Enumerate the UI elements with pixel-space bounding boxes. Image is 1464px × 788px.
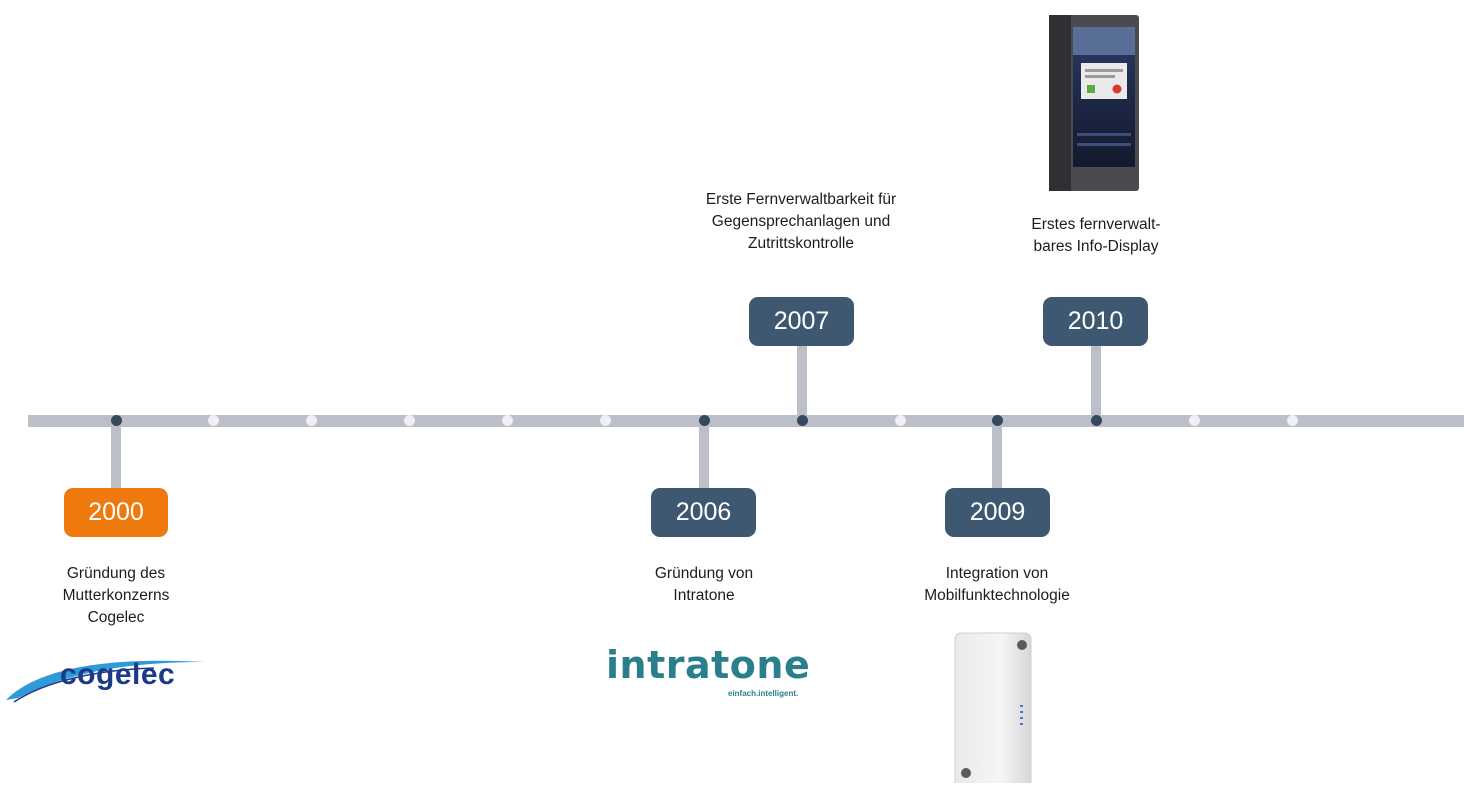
caption-line: Mobilfunktechnologie	[924, 587, 1070, 604]
timeline-tick	[207, 415, 219, 426]
event-dot-2007	[796, 415, 808, 426]
intratone-logo: intratone einfach.intelligent.	[606, 643, 826, 707]
intratone-wordmark: intratone	[606, 643, 811, 687]
caption-line: bares Info-Display	[1033, 238, 1159, 255]
info-display-icon	[1049, 15, 1139, 191]
year-badge-2006: 2006	[651, 488, 756, 537]
timeline-tick	[305, 415, 317, 426]
event-caption-2006: Gründung von Intratone	[574, 563, 834, 607]
caption-line: Gegensprechanlagen und	[711, 213, 891, 230]
connector-2009	[992, 421, 1002, 489]
timeline-tick	[501, 415, 513, 426]
event-caption-2000: Gründung des Mutterkonzerns Cogelec	[0, 563, 246, 629]
caption-line: Zutrittskontrolle	[748, 235, 854, 252]
caption-line: Intratone	[673, 587, 735, 604]
timeline-tick	[1286, 415, 1298, 426]
caption-line: Gründung des	[66, 565, 166, 582]
year-badge-2007: 2007	[749, 297, 854, 346]
timeline-tick	[403, 415, 415, 426]
event-dot-2010	[1090, 415, 1102, 426]
timeline-tick	[599, 415, 611, 426]
connector-2007	[797, 345, 807, 421]
connector-2006	[699, 421, 709, 489]
gsm-module-image	[954, 632, 1032, 788]
event-caption-2007: Erste Fernverwaltbarkeit für Gegensprech…	[661, 189, 941, 255]
gsm-module-icon	[954, 632, 1032, 788]
cogelec-swoosh-icon	[6, 660, 204, 703]
caption-line: Erstes fernverwalt-	[1031, 216, 1161, 233]
year-badge-2009: 2009	[945, 488, 1050, 537]
timeline-axis	[28, 415, 1464, 427]
cogelec-logo: cogelec	[4, 652, 224, 712]
cogelec-wordmark: cogelec	[60, 658, 176, 691]
event-caption-2010: Erstes fernverwalt- bares Info-Display	[966, 214, 1226, 258]
caption-line: Erste Fernverwaltbarkeit für	[705, 191, 897, 208]
year-badge-2000: 2000	[64, 488, 168, 537]
connector-2010	[1091, 345, 1101, 421]
event-caption-2009: Integration von Mobilfunktechnologie	[867, 563, 1127, 607]
year-badge-2010: 2010	[1043, 297, 1148, 346]
timeline-tick	[894, 415, 906, 426]
event-dot-2006	[698, 415, 710, 426]
info-display-image	[1047, 13, 1141, 193]
event-dot-2009	[991, 415, 1003, 426]
caption-line: Cogelec	[87, 609, 145, 626]
caption-line: Mutterkonzerns	[62, 587, 170, 604]
event-dot-2000	[110, 415, 122, 426]
connector-2000	[111, 421, 121, 489]
caption-line: Gründung von	[654, 565, 754, 582]
intratone-tagline: einfach.intelligent.	[728, 689, 799, 698]
caption-line: Integration von	[945, 565, 1049, 582]
timeline-tick	[1188, 415, 1200, 426]
